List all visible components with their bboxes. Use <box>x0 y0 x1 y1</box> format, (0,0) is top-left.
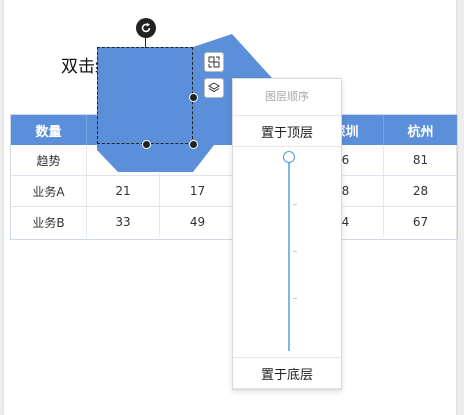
table-cell: 21 <box>87 176 160 206</box>
layers-icon[interactable] <box>204 78 224 98</box>
resize-handle-bottom-right[interactable] <box>189 140 198 149</box>
slider-tick <box>293 298 297 299</box>
rotate-connector <box>145 38 146 48</box>
table-cell: 33 <box>87 207 160 237</box>
table-header-cell: 数量 <box>11 115 87 145</box>
panel-title: 图层顺序 <box>265 90 309 103</box>
table-cell: 8 <box>308 176 384 206</box>
replace-icon <box>208 56 220 68</box>
table-cell: 67 <box>412 215 429 229</box>
table-cell: 28 <box>412 184 429 198</box>
table-cell: 业务A <box>11 176 87 206</box>
table-cell: 趋势 <box>11 145 87 175</box>
table-header-cell: 杭州 <box>407 124 434 140</box>
table-cell: 4 <box>308 207 384 237</box>
slider-tick <box>293 251 297 252</box>
selection-box[interactable] <box>97 47 193 144</box>
resize-handle-bottom[interactable] <box>142 140 151 149</box>
replace-icon[interactable] <box>204 52 224 72</box>
rotate-icon <box>141 22 151 33</box>
layer-order-panel: 图层顺序 置于顶层 置于底层 <box>232 78 342 390</box>
layers-icon <box>208 82 220 93</box>
table-cell: 业务B <box>11 207 87 237</box>
table-cell: 6 <box>308 145 384 175</box>
resize-handle-right[interactable] <box>189 93 198 102</box>
send-to-back-button[interactable]: 置于底层 <box>233 357 341 389</box>
bring-to-front-button[interactable]: 置于顶层 <box>233 115 341 147</box>
rotate-icon[interactable] <box>136 18 156 38</box>
slider-tick <box>293 204 297 205</box>
table-cell: 81 <box>412 153 429 167</box>
layer-slider-thumb[interactable] <box>283 151 295 163</box>
layer-slider-track[interactable] <box>288 156 290 351</box>
